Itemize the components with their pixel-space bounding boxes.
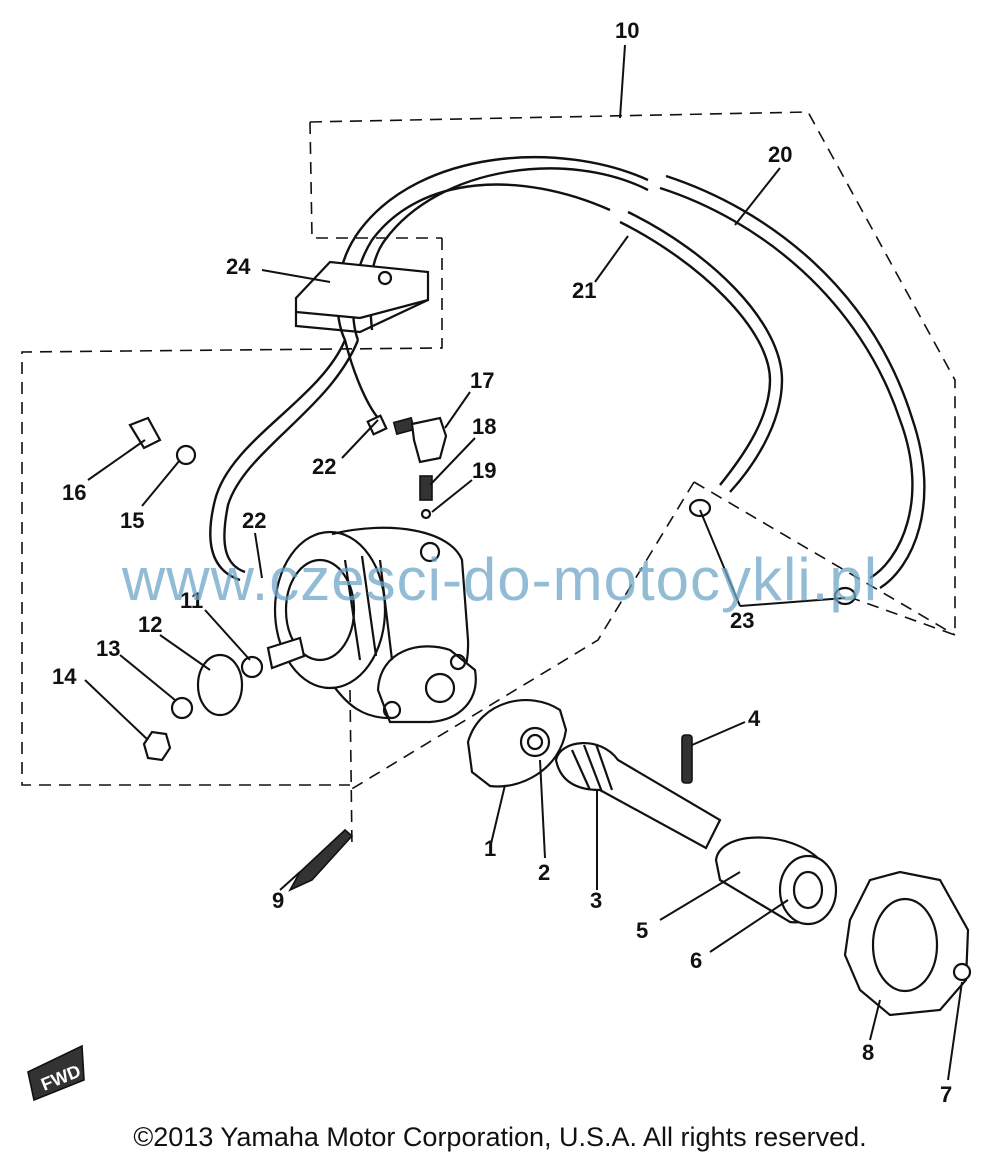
callout-numbers: 10 20 21 24 17 18 19 22 22 16 15 11 12 1… — [52, 18, 952, 1107]
callout-2: 2 — [538, 860, 550, 885]
callout-22-upper: 22 — [312, 454, 336, 479]
callout-8: 8 — [862, 1040, 874, 1065]
callout-10: 10 — [615, 18, 639, 43]
upper-fittings — [366, 414, 448, 520]
callout-18: 18 — [472, 414, 496, 439]
callout-9: 9 — [272, 888, 284, 913]
oil-hose-21 — [619, 210, 784, 493]
callout-22-lower: 22 — [242, 508, 266, 533]
callout-15: 15 — [120, 508, 144, 533]
callout-23: 23 — [730, 608, 754, 633]
leader-lines — [84, 44, 963, 1081]
callout-12: 12 — [138, 612, 162, 637]
callout-1: 1 — [484, 836, 496, 861]
callout-5: 5 — [636, 918, 648, 943]
callout-21: 21 — [572, 278, 596, 303]
callout-7: 7 — [940, 1082, 952, 1107]
oil-hose-20 — [659, 174, 926, 590]
copyright-notice: ©2013 Yamaha Motor Corporation, U.S.A. A… — [133, 1122, 867, 1152]
hose-kit-dashed-outline — [21, 111, 956, 849]
callout-11: 11 — [180, 588, 203, 613]
callout-16: 16 — [62, 480, 86, 505]
callout-17: 17 — [470, 368, 494, 393]
fwd-direction-tag: FWD — [27, 1044, 85, 1102]
callout-24: 24 — [226, 254, 251, 279]
callout-4: 4 — [748, 706, 761, 731]
callout-3: 3 — [590, 888, 602, 913]
pipe-clamp-24 — [294, 260, 430, 334]
oil-pump-body — [266, 526, 477, 724]
drive-train-parts — [466, 698, 972, 1017]
callout-19: 19 — [472, 458, 496, 483]
callout-20: 20 — [768, 142, 792, 167]
callout-13: 13 — [96, 636, 120, 661]
callout-6: 6 — [690, 948, 702, 973]
hose-caps-23 — [688, 498, 857, 606]
callout-14: 14 — [52, 664, 77, 689]
watermark-text: www.czesci-do-motocykli.pl — [121, 546, 879, 613]
